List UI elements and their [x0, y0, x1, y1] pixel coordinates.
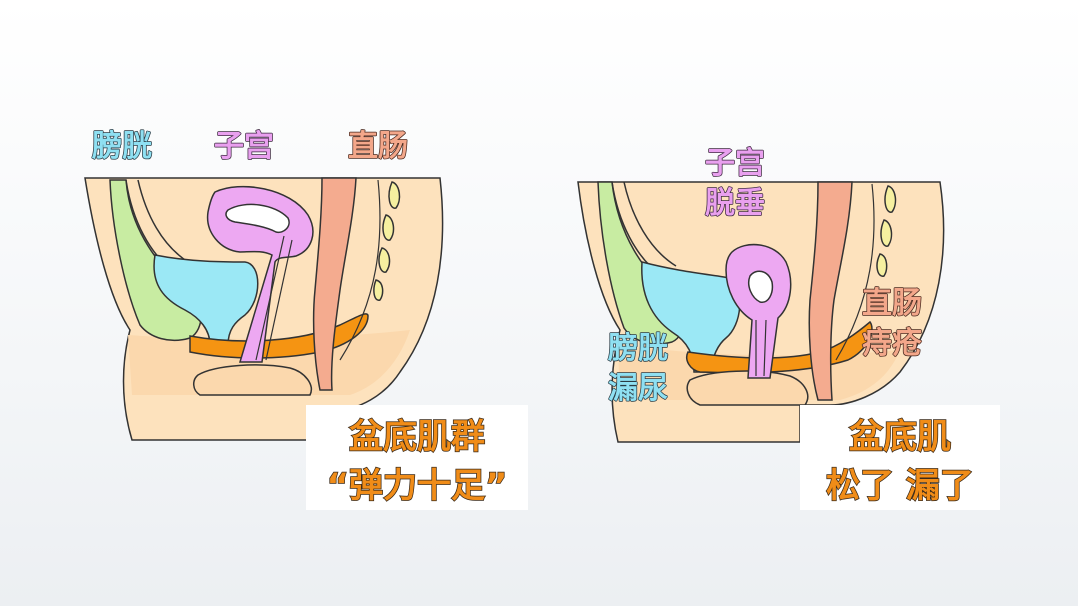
- right-caption-line2: 松了 漏了: [826, 466, 974, 506]
- right-label-uterus-2: 脱垂: [705, 186, 765, 221]
- right-rectum: [808, 181, 853, 401]
- right-caption-box: [800, 405, 1000, 510]
- left-perineum: [193, 364, 312, 396]
- left-uterus-cavity: [225, 203, 290, 234]
- right-spine: [876, 185, 897, 277]
- right-bladder: [641, 261, 741, 373]
- right-label-rectum-1: 直肠: [862, 286, 922, 321]
- left-label-rectum: 直肠: [348, 129, 408, 164]
- right-uterus-cavity: [748, 270, 774, 303]
- right-caption: 盆底肌 松了 漏了: [800, 405, 1000, 510]
- left-caption-line2: “弹力十足”: [327, 466, 508, 506]
- left-caption-box: [306, 405, 528, 510]
- right-label-bladder-2: 漏尿: [608, 371, 668, 406]
- left-rectum: [312, 177, 357, 391]
- left-label-bladder: 膀胱: [91, 129, 152, 164]
- left-back-line: [339, 179, 381, 361]
- right-back-line: [835, 183, 875, 361]
- left-uterus-channel: [255, 235, 293, 361]
- right-label-rectum-2: 痔疮: [862, 326, 922, 361]
- right-uterus-channel: [755, 319, 767, 377]
- right-label-uterus-1: 子宫: [705, 146, 765, 181]
- left-uterus: [206, 185, 314, 363]
- left-bladder: [153, 254, 259, 346]
- left-caption: 盆底肌群 “弹力十足”: [306, 405, 528, 510]
- left-label-uterus: 子宫: [214, 129, 274, 164]
- left-illustration-healthy: [84, 177, 444, 441]
- right-uterus: [725, 243, 792, 379]
- left-caption-line1: 盆底肌群: [349, 417, 485, 457]
- right-perineum: [686, 370, 809, 406]
- right-caption-line1: 盆底肌: [849, 417, 951, 457]
- right-label-bladder-1: 膀胱: [607, 331, 668, 366]
- left-spine: [373, 181, 401, 301]
